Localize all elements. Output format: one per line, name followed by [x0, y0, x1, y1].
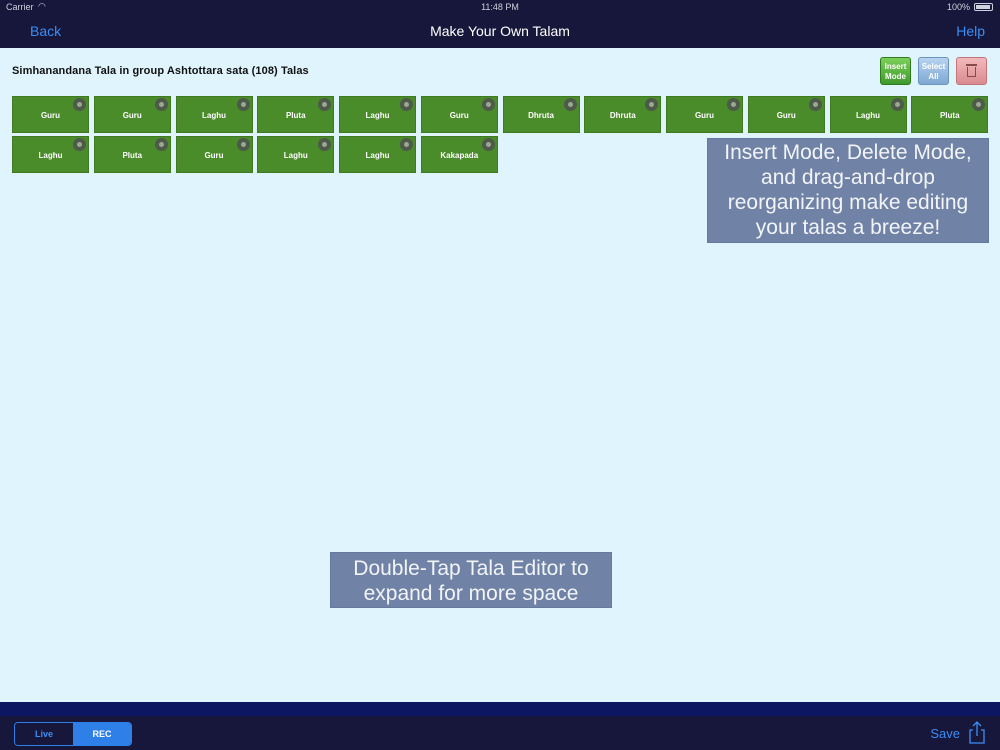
remove-tile-icon[interactable] — [318, 98, 332, 111]
remove-tile-icon[interactable] — [318, 138, 332, 151]
editing-tip-line: your talas a breeze! — [755, 216, 941, 239]
insert-mode-label-1: Insert — [884, 62, 907, 71]
share-icon[interactable] — [968, 721, 986, 745]
tala-tile-label: Laghu — [365, 151, 390, 160]
tala-tile-label: Pluta — [285, 111, 306, 120]
wifi-icon: ◠ — [38, 1, 46, 11]
tala-tile-label: Guru — [449, 111, 469, 120]
remove-tile-icon[interactable] — [400, 98, 413, 111]
tala-tile[interactable]: Dhruta — [584, 96, 662, 133]
tala-tile[interactable]: Pluta — [911, 96, 989, 133]
tala-tile-label: Pluta — [939, 111, 960, 120]
select-all-label-2: All — [928, 72, 939, 81]
select-all-label-1: Select — [921, 62, 946, 71]
remove-tile-icon[interactable] — [972, 98, 986, 111]
tala-tile-label: Laghu — [283, 151, 308, 160]
trash-icon — [966, 64, 977, 77]
remove-tile-icon[interactable] — [890, 98, 904, 111]
tala-tile[interactable]: Guru — [93, 96, 171, 133]
remove-tile-icon[interactable] — [236, 138, 250, 151]
remove-tile-icon[interactable] — [154, 138, 168, 151]
expand-tip-line: Double-Tap Tala Editor to — [353, 557, 589, 580]
remove-tile-icon[interactable] — [73, 138, 86, 151]
remove-tile-icon[interactable] — [73, 98, 86, 111]
navigation-bar: Back Make Your Own Talam Help — [0, 14, 1000, 48]
expand-tip-line: expand for more space — [363, 582, 579, 605]
tala-tile[interactable]: Laghu — [257, 136, 335, 173]
back-button[interactable]: Back — [30, 23, 62, 39]
status-time: 11:48 PM — [481, 2, 519, 12]
tala-tile-label: Pluta — [122, 151, 143, 160]
tala-tile[interactable]: Guru — [12, 96, 89, 133]
tala-tile[interactable]: Laghu — [339, 96, 416, 133]
tala-tile-label: Laghu — [856, 111, 880, 120]
rec-segment[interactable]: REC — [73, 723, 131, 745]
tala-tile[interactable]: Guru — [175, 136, 253, 173]
mode-segmented-control[interactable]: Live REC — [14, 722, 132, 746]
battery-icon — [974, 3, 993, 11]
tala-tile-label: Guru — [122, 111, 142, 120]
expand-tip-callout: Double-Tap Tala Editor to expand for mor… — [330, 552, 612, 608]
tala-tile[interactable]: Guru — [747, 96, 825, 133]
insert-mode-button[interactable]: Insert Mode — [880, 57, 911, 85]
tala-tile[interactable]: Laghu — [339, 136, 416, 173]
remove-tile-icon[interactable] — [727, 98, 740, 111]
remove-tile-icon[interactable] — [236, 98, 250, 111]
page-title: Make Your Own Talam — [430, 23, 570, 39]
remove-tile-icon[interactable] — [808, 98, 822, 111]
remove-tile-icon[interactable] — [481, 98, 495, 111]
status-bar: Carrier ◠ 11:48 PM 100% — [0, 0, 1000, 14]
tala-tile-label: Dhruta — [528, 111, 554, 120]
remove-tile-icon[interactable] — [563, 98, 577, 111]
tala-tile-label: Laghu — [202, 111, 226, 120]
live-segment[interactable]: Live — [15, 723, 73, 745]
save-button[interactable]: Save — [930, 726, 960, 741]
tala-tile-label: Guru — [40, 111, 61, 120]
tala-tile[interactable]: Pluta — [93, 136, 171, 173]
editing-tip-line: and drag-and-drop — [761, 166, 935, 189]
bottom-divider — [0, 702, 1000, 716]
tala-tile[interactable]: Guru — [666, 96, 743, 133]
tala-tile[interactable]: Laghu — [175, 96, 253, 133]
tala-tile-label: Dhruta — [609, 111, 636, 120]
carrier-label: Carrier — [6, 2, 34, 12]
insert-mode-label-2: Mode — [885, 72, 906, 81]
remove-tile-icon[interactable] — [481, 138, 495, 151]
battery-percent: 100% — [946, 2, 970, 12]
delete-button[interactable] — [956, 57, 987, 85]
tala-name: Simhanandana Tala in group Ashtottara sa… — [12, 65, 309, 77]
bottom-toolbar: Live REC Save — [0, 716, 1000, 750]
tala-tile[interactable]: Laghu — [829, 96, 907, 133]
editing-tip-callout: Insert Mode, Delete Mode, and drag-and-d… — [707, 138, 989, 243]
tala-tile-label: Laghu — [38, 151, 63, 160]
editing-tip-line: reorganizing make editing — [727, 191, 969, 214]
remove-tile-icon[interactable] — [400, 138, 413, 151]
remove-tile-icon[interactable] — [154, 98, 168, 111]
tala-tile[interactable]: Guru — [420, 96, 498, 133]
remove-tile-icon[interactable] — [645, 98, 659, 111]
tala-tile[interactable]: Laghu — [12, 136, 89, 173]
tala-tile-label: Laghu — [365, 111, 390, 120]
tala-tile[interactable]: Dhruta — [502, 96, 580, 133]
tala-tile[interactable]: Kakapada — [420, 136, 498, 173]
tala-tile-label: Kakapada — [440, 151, 479, 160]
select-all-button[interactable]: Select All — [918, 57, 949, 85]
tala-tile-label: Guru — [694, 111, 715, 120]
tala-tile-label: Guru — [776, 111, 796, 120]
help-button[interactable]: Help — [956, 23, 985, 39]
editing-tip-line: Insert Mode, Delete Mode, — [724, 141, 972, 164]
tala-tile[interactable]: Pluta — [257, 96, 335, 133]
tala-tile-label: Guru — [204, 151, 224, 160]
